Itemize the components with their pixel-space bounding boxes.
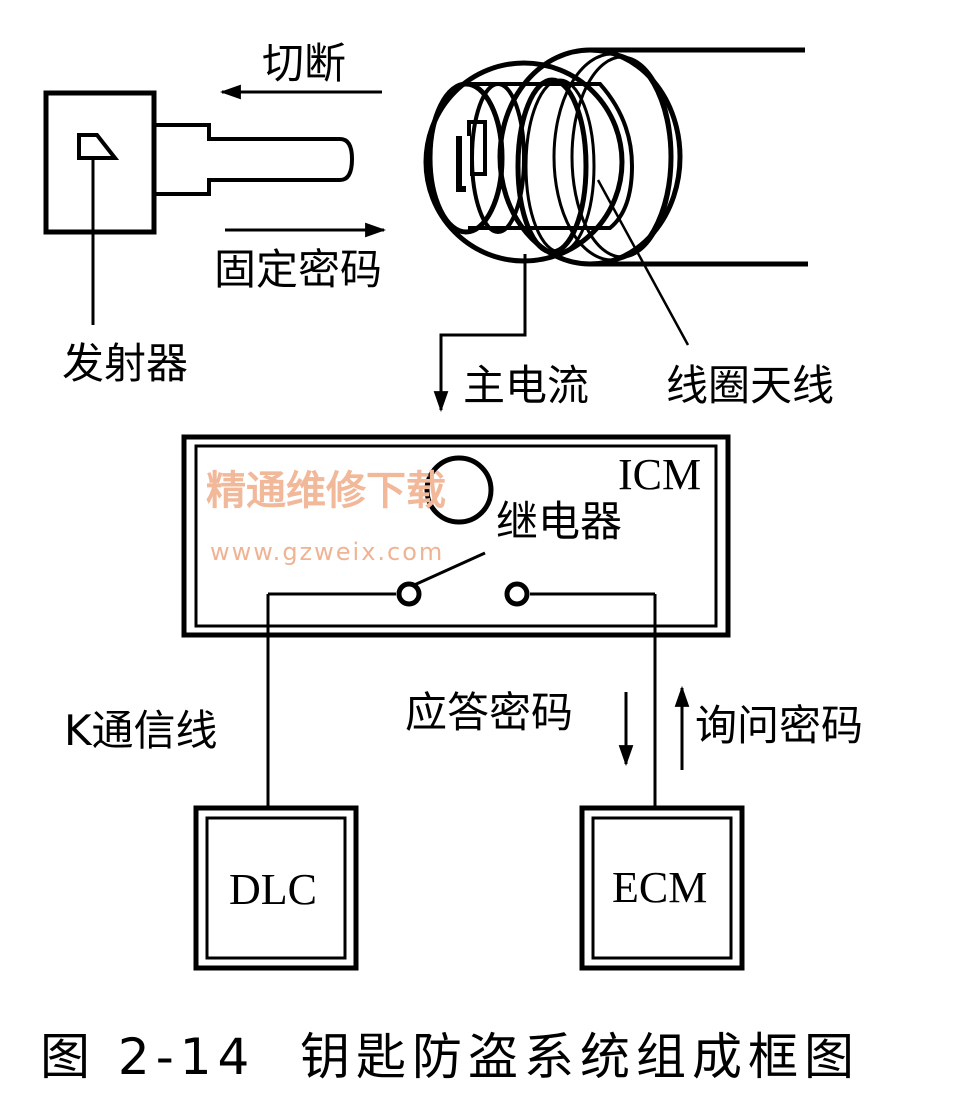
watermark-url: www.gzweix.com [210, 538, 444, 566]
relay-coil-icon [424, 455, 494, 525]
figure-number: 图 2-14 [40, 1028, 255, 1086]
transmitter-chip-icon [77, 133, 120, 160]
key-blade [154, 123, 355, 196]
key [43, 90, 355, 325]
relay-label: 继电器 [496, 497, 622, 546]
coil-antenna-label: 线圈天线 [666, 361, 834, 410]
dlc-box [193, 805, 359, 971]
relay-switch-arm [411, 551, 486, 588]
k-line-label: K通信线 [64, 706, 218, 755]
main-current-label: 主电流 [463, 361, 589, 410]
ecm-label: ECM [612, 863, 707, 912]
response-code-label: 应答密码 [405, 688, 573, 737]
dlc-label: DLC [229, 865, 317, 914]
relay-contact-right [504, 581, 530, 607]
ignition-lock-cylinder [423, 47, 808, 267]
query-code-label: 询问密码 [695, 701, 863, 750]
key-head [43, 90, 157, 235]
watermark-text: 精通维修下载 [206, 468, 446, 514]
transmitter-label: 发射器 [62, 339, 188, 388]
relay-switch [268, 551, 655, 607]
fixed-code-label: 固定密码 [214, 245, 382, 294]
ecm-box [579, 805, 745, 971]
coil-antenna-leader-line [596, 179, 690, 346]
coil-antenna-ring [515, 77, 589, 255]
figure-title: 钥匙防盗系统组成框图 [300, 1028, 860, 1086]
cut-off-label: 切断 [262, 39, 346, 88]
main-current-wire [433, 254, 527, 413]
icm-box [181, 434, 731, 638]
icm-label: ICM [618, 450, 701, 499]
relay-contact-left [396, 581, 422, 607]
